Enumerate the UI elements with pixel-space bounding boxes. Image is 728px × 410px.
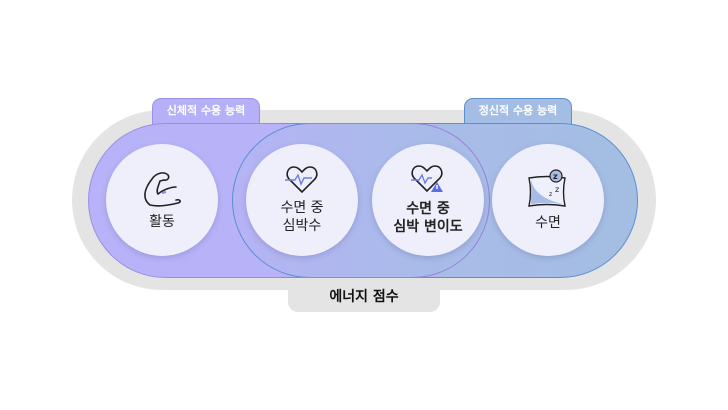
heart-rate-icon [284,165,320,195]
activity-label: 활동 [149,214,175,230]
sleep-label: 수면 [535,215,561,231]
label-line1: 수면 중 [406,201,450,217]
label-line2: 심박 변이도 [393,219,463,235]
physical-capacity-outline [280,123,490,278]
muscle-arm-icon [140,169,184,209]
svg-text:z: z [549,191,552,198]
heart-warning-icon [410,164,446,196]
activity-node: 활동 [106,144,218,256]
svg-text:z: z [555,185,559,194]
label-line1: 수면 중 [280,200,324,216]
svg-text:z: z [553,172,558,181]
label-line2: 심박수 [282,218,322,234]
energy-score-label: 에너지 점수 [329,289,399,305]
